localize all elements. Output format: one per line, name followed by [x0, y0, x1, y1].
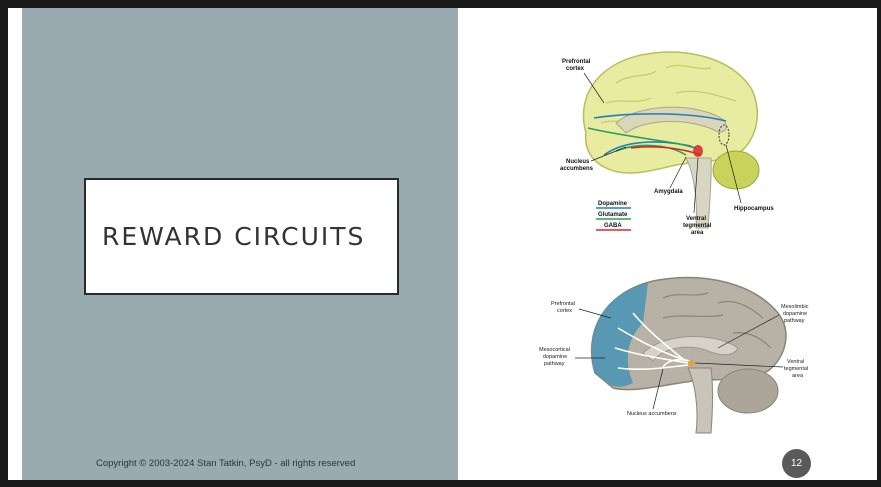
title-box: REWARD CIRCUITS: [84, 178, 399, 295]
bottom-label-nucleus: Nucleus accumbens: [627, 411, 677, 417]
label-mesocortical-2: dopamine: [543, 354, 567, 360]
slide-title: REWARD CIRCUITS: [102, 222, 365, 251]
label-prefrontal-2: cortex: [566, 66, 585, 72]
page-number-badge: 12: [782, 449, 811, 478]
bottom-label-prefrontal-1: Prefrontal: [551, 301, 575, 307]
bottom-label-ventral-1: Ventral: [787, 359, 804, 365]
label-prefrontal-1: Prefrontal: [562, 59, 591, 65]
label-mesocortical-3: pathway: [544, 361, 565, 367]
ventral-tegmental-marker: [693, 145, 703, 157]
bottom-brainstem: [688, 368, 713, 433]
reward-pathway-diagram: Prefrontal cortex Nucleus accumbens Amyg…: [546, 43, 791, 243]
bottom-cerebellum: [718, 369, 778, 413]
label-nucleus-2: accumbens: [560, 166, 594, 172]
copyright-text: Copyright © 2003-2024 Stan Tatkin, PsyD …: [96, 458, 355, 469]
label-ventral-1: Ventral: [686, 216, 706, 222]
vta-marker: [688, 360, 694, 366]
label-mesocortical-1: Mesocortical: [539, 347, 570, 353]
title-panel: REWARD CIRCUITS Copyright © 2003-2024 St…: [22, 8, 458, 480]
pathway-legend: Dopamine Glutamate GABA: [596, 201, 631, 230]
bottom-label-ventral-2: tegmental: [784, 366, 808, 372]
legend-glutamate-label: Glutamate: [598, 212, 628, 218]
label-mesolimbic-2: dopamine: [783, 311, 807, 317]
label-mesolimbic-1: Mesolimbic: [781, 304, 809, 310]
bottom-label-prefrontal-2: cortex: [557, 308, 572, 314]
label-mesolimbic-3: pathway: [784, 318, 805, 324]
label-ventral-3: area: [691, 230, 704, 236]
slide: REWARD CIRCUITS Copyright © 2003-2024 St…: [8, 8, 877, 480]
label-nucleus-1: Nucleus: [566, 159, 590, 165]
label-ventral-2: tegmental: [683, 223, 712, 229]
label-amygdala: Amygdala: [654, 189, 683, 195]
legend-dopamine-label: Dopamine: [598, 201, 628, 207]
dopamine-pathway-diagram: Prefrontal cortex Mesolimbic dopamine pa…: [523, 263, 823, 438]
label-hippocampus: Hippocampus: [734, 206, 774, 212]
legend-gaba-label: GABA: [604, 223, 622, 229]
bottom-label-ventral-3: area: [792, 373, 804, 379]
